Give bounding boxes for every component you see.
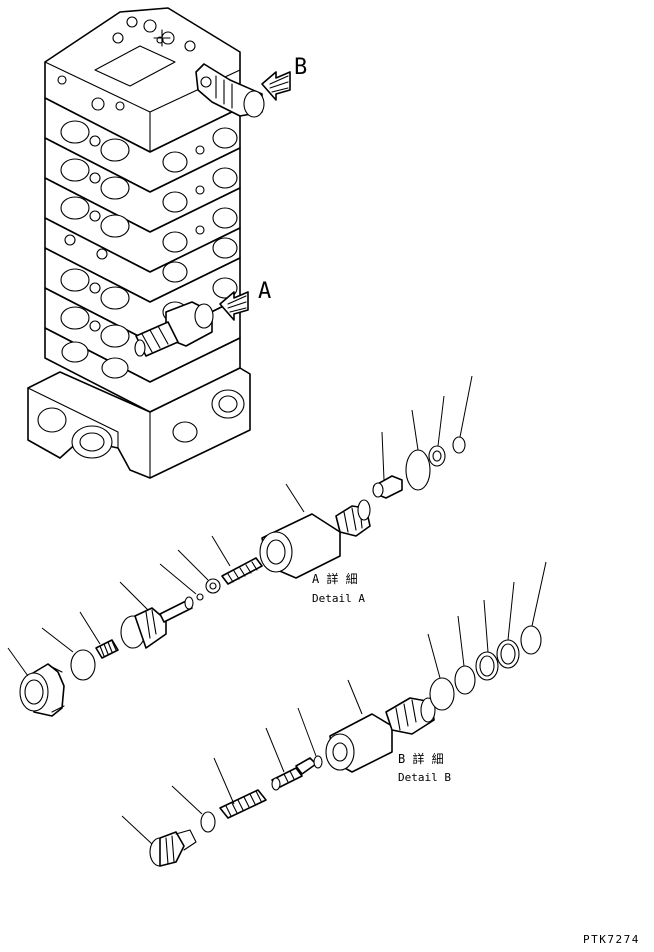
part-o-ring-a3 [452,436,466,454]
detail-b-label-jp: B 詳 細 [398,751,444,766]
drawing-code: PTK7274 [583,933,640,946]
detail-b-parts [121,561,547,867]
part-spring-b [219,789,267,819]
part-valve-body-b [325,697,436,773]
part-ball-a [196,593,204,601]
part-poppet-a [120,596,194,649]
part-washer-a [205,578,221,594]
part-backup-ring-a [428,445,446,467]
part-spring-small-a [95,639,119,659]
part-o-ring-b1 [200,811,216,833]
installed-valve-b [195,63,265,118]
part-ball-b [313,755,323,769]
part-spring-a [221,557,263,585]
part-plug-a [19,663,65,717]
part-o-ring-a1 [70,649,96,681]
part-poppet-b [271,757,317,791]
callout-label-b: B [294,55,307,80]
part-plug-b [149,829,197,867]
detail-a-label-en: Detail A [312,592,365,605]
valve-sections [44,97,241,413]
valve-base-block [27,367,251,479]
part-o-ring-b4 [520,625,542,655]
installed-valve-a [134,301,214,357]
leader-lines-a [7,375,473,677]
callout-arrow-icon [261,71,291,101]
detail-a-label-jp: A 詳 細 [312,571,358,586]
part-seat-a [372,475,403,499]
detail-a-parts [7,375,473,717]
part-backup-ring-b2 [496,639,520,669]
part-o-ring-a2 [405,449,431,491]
part-o-ring-b3 [454,665,476,695]
callout-arrow-icon [219,291,249,321]
part-backup-ring-b1 [475,651,499,681]
control-valve-body [27,7,265,479]
part-o-ring-b2 [429,677,455,711]
callout-label-a: A [258,279,271,304]
leader-lines-b [121,561,547,845]
callout-arrow-b: B [261,55,307,101]
detail-b-label-en: Detail B [398,771,451,784]
part-valve-body-a [259,499,371,579]
callout-arrow-a: A [219,279,271,321]
